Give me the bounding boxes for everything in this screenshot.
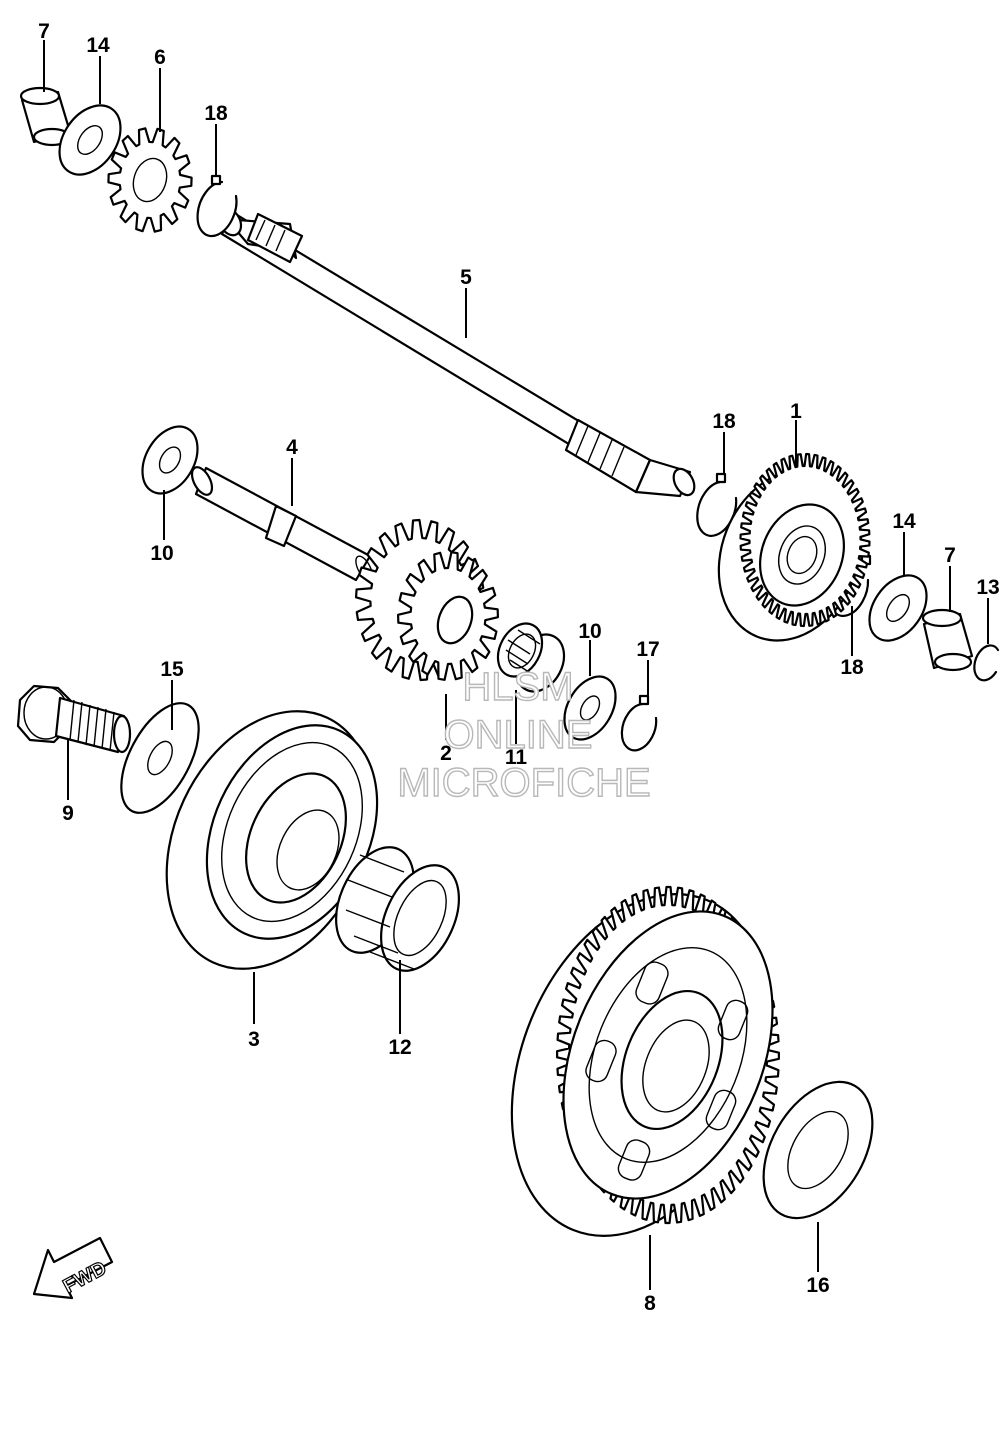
part-13-clip: [973, 644, 1000, 682]
part-16-washer: [762, 1080, 874, 1220]
part-14-washer-top: [58, 104, 122, 176]
part-15-washer: [120, 702, 200, 814]
callout-10-right: 10: [578, 620, 601, 643]
part-9-bolt: [16, 684, 132, 754]
callout-11: 11: [505, 746, 528, 769]
callout-16: 16: [806, 1274, 829, 1297]
callout-14-top: 14: [86, 34, 110, 57]
callout-1: 1: [790, 400, 802, 423]
callout-18-right: 18: [712, 410, 736, 433]
part-10-washer-left: [141, 425, 199, 495]
part-4-pin-shaft: [190, 466, 373, 582]
part-14-washer-right: [868, 574, 928, 642]
part-11-needle-bearing: [496, 622, 566, 693]
part-1-large-gear: [717, 428, 889, 642]
watermark-line-2: ONLINE: [444, 713, 593, 757]
callout-2: 2: [440, 742, 452, 765]
callout-17: 17: [636, 638, 659, 661]
callout-7-top: 7: [38, 20, 50, 43]
part-8-ring-gear: [510, 836, 816, 1237]
part-12-needle-cage: [335, 846, 460, 972]
callout-6: 6: [154, 46, 166, 69]
part-5-shaft: [217, 207, 696, 498]
callout-4: 4: [286, 436, 298, 459]
callout-7-right: 7: [944, 544, 956, 567]
callout-14-right: 14: [892, 510, 916, 533]
callout-15: 15: [160, 658, 184, 681]
callout-3: 3: [248, 1028, 260, 1051]
fwd-direction-marker: FWD: [32, 1236, 114, 1300]
watermark-line-1: HLSM: [462, 665, 573, 709]
callout-9: 9: [62, 802, 74, 825]
fwd-arrow-icon: [32, 1236, 114, 1300]
part-17-circlip: [620, 694, 658, 752]
part-7-bushing-right: [921, 608, 974, 672]
callout-numbers: 7 14 6 18 5 1 18 4 10 14 7 13 18 10 17 1…: [38, 20, 1000, 1315]
callout-10-left: 10: [150, 542, 173, 565]
watermark: HLSM ONLINE MICROFICHE: [397, 664, 652, 805]
callout-12: 12: [388, 1036, 411, 1059]
callout-18-lower: 18: [840, 656, 864, 679]
leader-lines: [43, 40, 989, 1290]
callout-5: 5: [460, 266, 472, 289]
part-6-small-gear: [98, 115, 203, 246]
part-3-ball-bearing: [165, 710, 379, 970]
callout-8: 8: [644, 1292, 656, 1315]
watermark-line-3: MICROFICHE: [397, 761, 650, 805]
part-2-double-gear: [342, 502, 516, 703]
callout-13: 13: [976, 576, 999, 599]
callout-18-top: 18: [204, 102, 228, 125]
gear6-teeth: [98, 115, 203, 246]
part-10-washer-right: [563, 675, 617, 741]
